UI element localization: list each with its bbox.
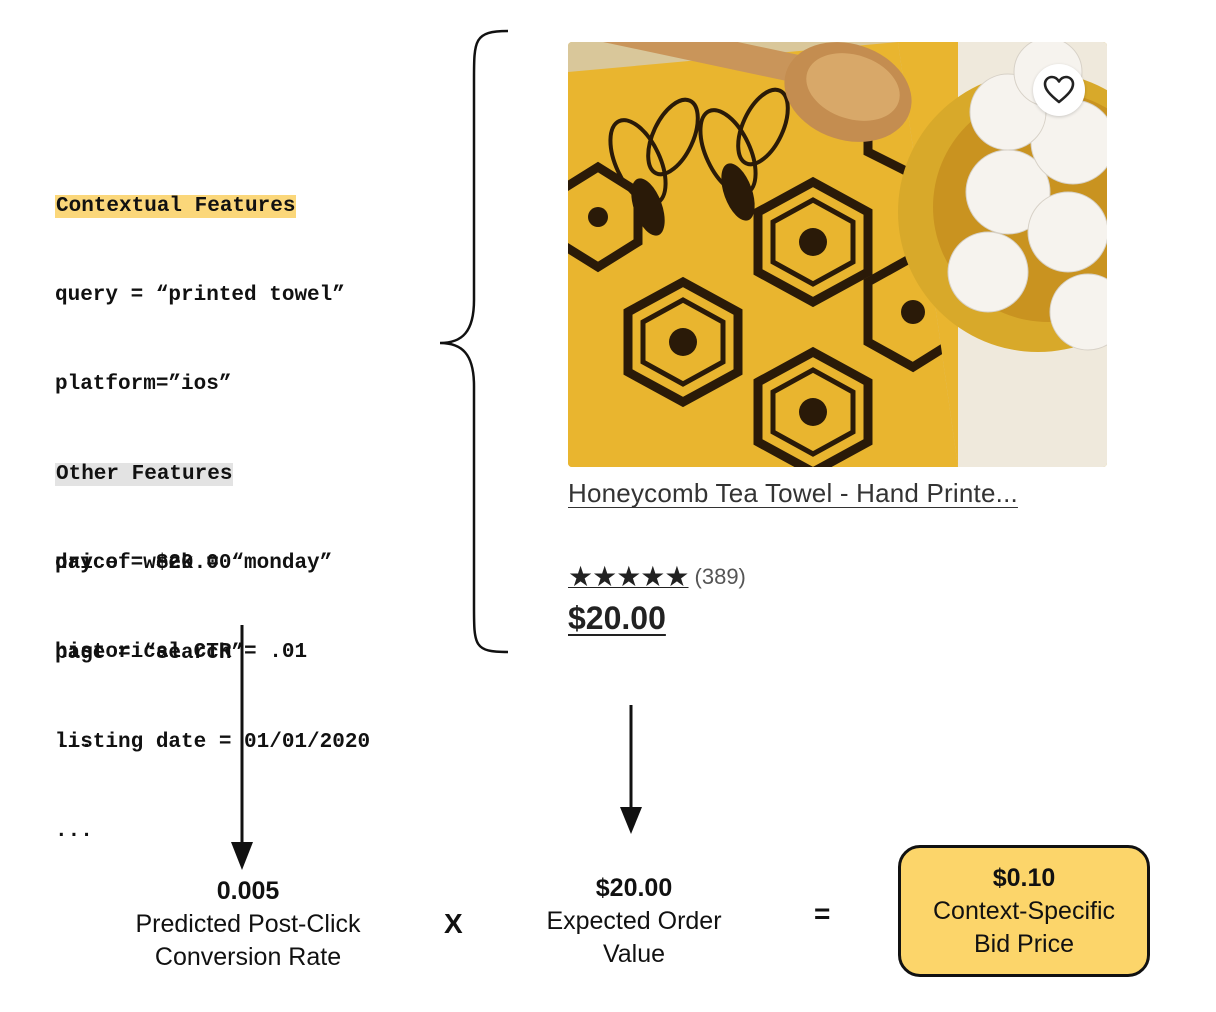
- other-feature-line: listing date = 01/01/2020: [55, 730, 371, 754]
- conversion-rate-value: 0.005: [216, 877, 280, 905]
- other-feature-line: price = $20.00: [55, 551, 232, 575]
- rating-row[interactable]: ★★★★★ (389): [568, 560, 746, 593]
- listing-title-link[interactable]: Honeycomb Tea Towel - Hand Printe...: [568, 478, 1018, 508]
- equals-operator: =: [814, 898, 831, 929]
- order-value-value: $20.00: [595, 874, 673, 902]
- arrow-to-order-value: [620, 705, 642, 834]
- tea-towel-photo[interactable]: [568, 42, 1107, 467]
- order-value-label-line1: Expected Order: [546, 907, 722, 935]
- contextual-feature-line: day of week = “monday”: [55, 552, 333, 576]
- conversion-rate-label-line2: Conversion Rate: [154, 943, 342, 971]
- arrow-to-conversion: [231, 625, 253, 870]
- conversion-rate-label-line1: Predicted Post-Click: [135, 910, 361, 938]
- order-value-term: $20.00 Expected Order Value: [494, 872, 774, 971]
- other-feature-line: ...: [55, 820, 93, 844]
- other-features-block: Other Features price = $20.00 historical…: [55, 400, 370, 877]
- contextual-feature-line: ...: [55, 730, 93, 754]
- other-features-heading: Other Features: [55, 462, 234, 486]
- conversion-rate-term: 0.005 Predicted Post-Click Conversion Ra…: [98, 875, 398, 974]
- order-value-label-line2: Value: [602, 940, 666, 968]
- bid-price-label-line2: Bid Price: [973, 929, 1075, 958]
- favorite-button[interactable]: [1033, 64, 1085, 116]
- towel-pattern: [568, 42, 1107, 467]
- heart-icon: [1043, 75, 1075, 104]
- contextual-feature-line: page = “search”: [55, 641, 245, 665]
- review-count: (389): [694, 563, 746, 589]
- multiply-operator: X: [444, 908, 463, 939]
- contextual-feature-line: query = “printed towel”: [55, 283, 345, 307]
- curly-brace: [439, 29, 509, 654]
- contextual-feature-line: platform=”ios”: [55, 373, 232, 397]
- star-rating-icon: ★★★★★: [568, 560, 690, 593]
- bid-price-label-line1: Context-Specific: [932, 896, 1116, 925]
- bid-price-value: $0.10: [992, 863, 1056, 892]
- other-feature-line: historical CTR = .01: [55, 641, 308, 665]
- bid-price-box: $0.10 Context-Specific Bid Price: [898, 845, 1150, 977]
- listing-price[interactable]: $20.00: [568, 600, 666, 636]
- contextual-features-heading: Contextual Features: [55, 194, 297, 218]
